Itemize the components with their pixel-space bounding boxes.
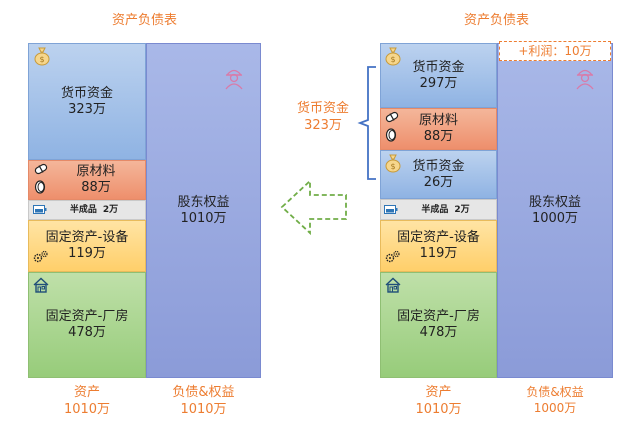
coin-roll-icon [385,128,397,142]
left-footer-liab-label: 负债&权益 [172,385,235,400]
gears-icon [385,250,400,263]
right-footer-liab-label: 负债&权益 [526,385,584,399]
left-semi-value: 2万 [102,205,119,215]
right-cash-mid-label: 货币资金 [412,158,465,174]
right-raw-block: 原材料 88万 [380,108,497,150]
left-footer-liab: 负债&权益 1010万 [146,384,261,418]
right-footer-liab-value: 1000万 [533,401,577,415]
battery-icon [33,205,47,214]
worker-icon [576,69,594,90]
left-footer-liab-value: 1010万 [180,402,227,417]
right-footer-assets-label: 资产 [425,385,452,400]
worker-icon [225,69,243,90]
right-equip-block: 固定资产-设备 119万 [380,220,497,272]
left-equip-value: 119万 [68,246,106,261]
left-footer-assets-value: 1010万 [63,402,111,417]
cash-sum-label: 货币资金 323万 [290,100,356,134]
left-raw-block: 原材料 88万 [28,160,146,200]
gears-icon [33,250,48,263]
left-equity-value: 1010万 [180,210,227,226]
svg-text:$: $ [39,55,44,64]
left-plant-value: 478万 [68,325,106,340]
left-arrow-icon [280,178,347,236]
left-raw-label: 原材料 [76,164,116,179]
right-equip-label: 固定资产-设备 [397,230,480,245]
svg-text:$: $ [390,55,395,64]
left-semi-block: 半成品 2万 [28,200,146,220]
right-equity-value: 1000万 [531,210,579,226]
money-bag-icon: $ [34,47,50,66]
left-title: 资产负债表 [111,13,177,28]
cash-sum-value: 323万 [304,118,342,133]
left-plant-label: 固定资产-厂房 [45,309,129,324]
right-semi-label: 半成品 [421,204,449,215]
money-bag-icon: $ [385,154,401,173]
left-equity-block: 股东权益 1010万 [146,43,261,378]
left-cash-label: 货币资金 [60,85,113,101]
left-raw-value: 88万 [81,180,111,195]
right-raw-value: 88万 [423,129,454,144]
battery-icon [384,205,398,214]
right-title: 资产负债表 [463,13,529,28]
profit-box: +利润：10万 [499,41,611,61]
left-footer-assets: 资产 1010万 [28,384,146,418]
left-semi-label: 半成品 [69,205,97,215]
right-cash-top-block: 货币资金 297万 [380,43,497,108]
right-raw-label: 原材料 [418,113,458,128]
svg-text:$: $ [390,162,395,171]
coin-roll-icon [34,180,46,194]
cash-sum-title: 货币资金 [296,101,349,116]
right-semi-value: 2万 [454,204,470,215]
right-plant-block: 固定资产-厂房 478万 [380,272,497,378]
right-plant-value: 478万 [419,325,458,340]
money-bag-icon: $ [385,47,401,66]
right-equity-label: 股东权益 [528,194,581,210]
right-footer-assets: 资产 1010万 [380,384,497,418]
right-cash-top-value: 297万 [419,75,458,91]
house-icon [33,277,49,293]
left-equip-label: 固定资产-设备 [45,230,129,245]
left-plant-block: 固定资产-厂房 478万 [28,272,146,378]
right-semi-block: 半成品 2万 [380,199,497,220]
right-equity-block: 股东权益 1000万 [497,43,613,378]
pill-capsule-icon [385,111,399,123]
right-cash-top-label: 货币资金 [412,59,465,75]
left-equity-label: 股东权益 [177,194,230,210]
left-equip-block: 固定资产-设备 119万 [28,220,146,272]
right-equip-value: 119万 [419,246,458,261]
right-plant-label: 固定资产-厂房 [397,309,480,324]
left-footer-assets-label: 资产 [73,385,100,400]
right-footer-liab: 负债&权益 1000万 [497,384,613,416]
pill-capsule-icon [34,163,48,175]
right-cash-mid-value: 26万 [423,174,454,190]
cash-bracket [357,66,376,180]
right-footer-assets-value: 1010万 [415,402,462,417]
house-icon [385,277,401,293]
left-cash-value: 323万 [68,101,106,117]
right-cash-mid-block: 货币资金 26万 [380,150,497,199]
